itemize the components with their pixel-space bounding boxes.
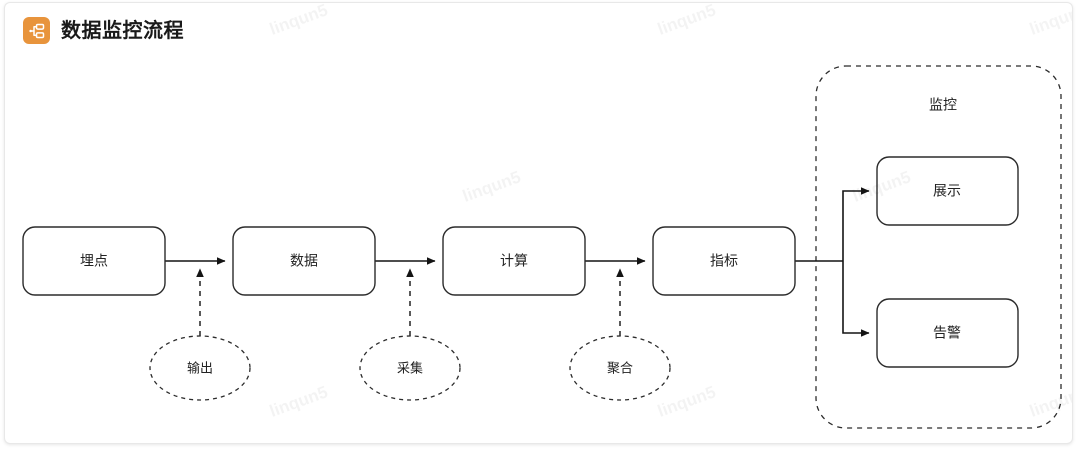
group-monitoring-label: 监控 — [929, 97, 957, 113]
annotation-output-ellipse[interactable] — [149, 335, 251, 401]
node-data-label: 数据 — [290, 253, 318, 269]
annotation-aggregate-ellipse[interactable] — [569, 335, 671, 401]
group-monitoring: 监控 — [815, 65, 1062, 429]
node-alert-label: 告警 — [933, 325, 961, 341]
connector-metric-to-display — [842, 187, 870, 261]
node-compute-label: 计算 — [500, 253, 528, 269]
annotation-collect-ellipse[interactable] — [359, 335, 461, 401]
group-monitoring-border — [815, 65, 1062, 429]
node-display[interactable]: 展示 — [876, 156, 1019, 226]
node-metric[interactable]: 指标 — [652, 226, 796, 296]
annotation-collect-label: 采集 — [397, 360, 423, 375]
annotation-output[interactable]: 输出 — [149, 335, 251, 401]
sitemap-icon — [23, 17, 50, 44]
node-compute-box[interactable] — [442, 226, 586, 296]
page-header: 数据监控流程 — [23, 17, 184, 44]
annotation-aggregate[interactable]: 聚合 — [569, 335, 671, 401]
node-display-box[interactable] — [876, 156, 1019, 226]
page-title: 数据监控流程 — [61, 19, 184, 42]
node-metric-label: 指标 — [710, 253, 738, 269]
node-burial-point-label: 埋点 — [80, 253, 108, 269]
node-display-label: 展示 — [933, 183, 961, 199]
node-metric-box[interactable] — [652, 226, 796, 296]
node-data[interactable]: 数据 — [232, 226, 376, 296]
flowchart-svg: 监控 埋点 数据 计算 — [22, 65, 1062, 429]
annotation-output-label: 输出 — [187, 360, 213, 375]
node-burial-point[interactable]: 埋点 — [22, 226, 166, 296]
node-alert[interactable]: 告警 — [876, 298, 1019, 368]
node-compute[interactable]: 计算 — [442, 226, 586, 296]
node-data-box[interactable] — [232, 226, 376, 296]
node-burial-point-box[interactable] — [22, 226, 166, 296]
annotation-collect[interactable]: 采集 — [359, 335, 461, 401]
node-alert-box[interactable] — [876, 298, 1019, 368]
connector-metric-to-alert — [842, 261, 870, 337]
diagram-card: linqun5 linqun5 linqun5 linqun5 linqun5 … — [4, 2, 1073, 444]
annotation-aggregate-label: 聚合 — [607, 360, 633, 375]
